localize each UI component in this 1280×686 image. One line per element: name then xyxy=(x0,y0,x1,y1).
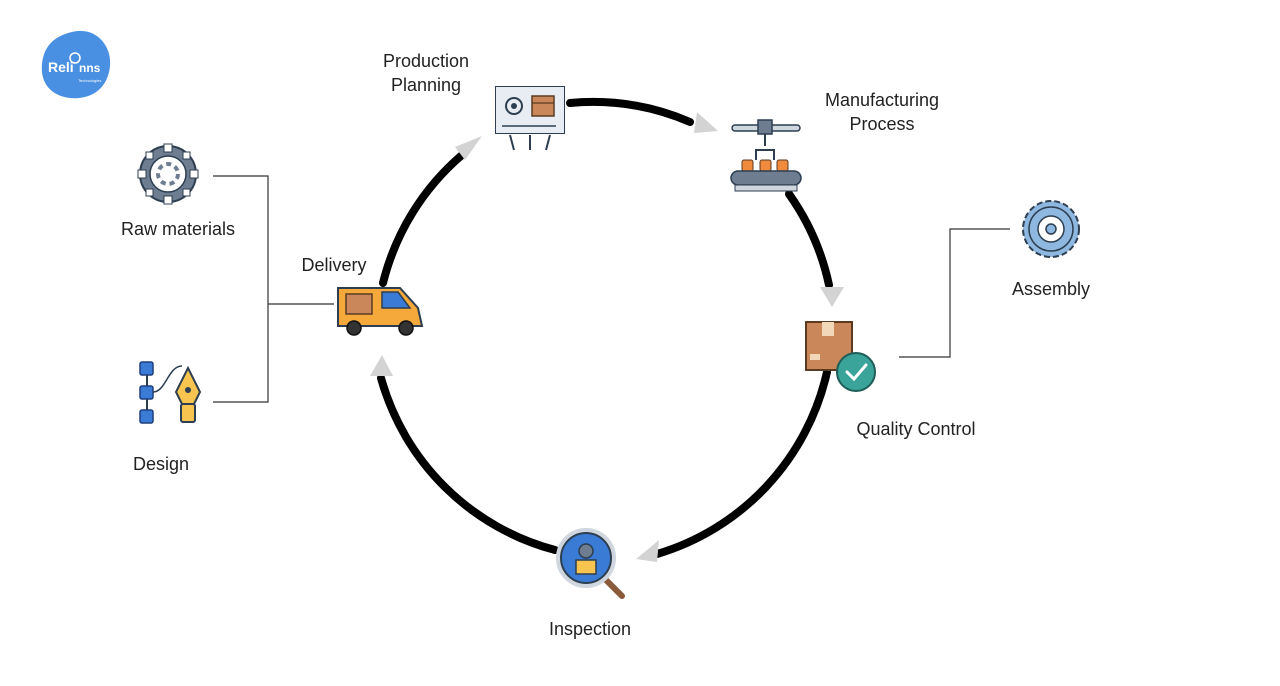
arrow-to-manufacturing xyxy=(694,112,718,133)
box-icon xyxy=(531,95,555,117)
label-production-planning-line1: Production xyxy=(383,51,469,71)
logo-text-main: Reli xyxy=(48,59,74,75)
logo-text-suffix: nns xyxy=(79,61,101,75)
label-production-planning-line2: Planning xyxy=(391,75,461,95)
connector-lines xyxy=(213,175,1010,403)
inputs-bracket xyxy=(213,175,269,403)
pen-tool-icon xyxy=(139,361,202,424)
gear-icon xyxy=(578,543,594,559)
ring-segment-inspection-to-delivery xyxy=(377,374,559,554)
label-delivery: Delivery xyxy=(301,255,366,275)
presentation-board-icon xyxy=(495,86,565,151)
label-manufacturing-line2: Process xyxy=(849,114,914,134)
robotic-arm-conveyor-icon xyxy=(730,119,802,192)
gear-icon xyxy=(505,97,523,115)
ring-segment-manufacturing-to-qc xyxy=(785,190,833,289)
label-manufacturing-line1: Manufacturing xyxy=(825,90,939,110)
label-inspection: Inspection xyxy=(549,619,631,639)
delivery-van-icon xyxy=(337,287,424,336)
label-quality-control: Quality Control xyxy=(856,419,975,439)
logo-subtext: Technologies xyxy=(78,78,101,83)
ring-segment-planning-to-manufacturing xyxy=(566,97,694,126)
qc-to-assembly-line xyxy=(899,228,1010,358)
checked-box-icon xyxy=(805,321,876,392)
arrow-to-qc xyxy=(820,287,844,307)
ring-segment-delivery-to-planning xyxy=(379,151,466,287)
cycle-arrows xyxy=(370,112,844,562)
label-design: Design xyxy=(133,454,189,474)
arrow-to-planning xyxy=(455,136,482,160)
cog-icon xyxy=(1022,200,1080,258)
label-raw-materials: Raw materials xyxy=(121,219,235,239)
company-logo: Reli nns Technologies xyxy=(41,30,111,99)
ring-segment-qc-to-inspection xyxy=(653,368,831,558)
arrow-to-delivery xyxy=(370,355,393,376)
bulb-icon xyxy=(69,52,81,64)
magnifier-icon xyxy=(556,528,625,599)
gear-ring-icon xyxy=(137,143,199,205)
cycle-ring xyxy=(377,97,833,558)
label-assembly: Assembly xyxy=(1012,279,1090,299)
arrow-to-inspection xyxy=(636,540,659,562)
